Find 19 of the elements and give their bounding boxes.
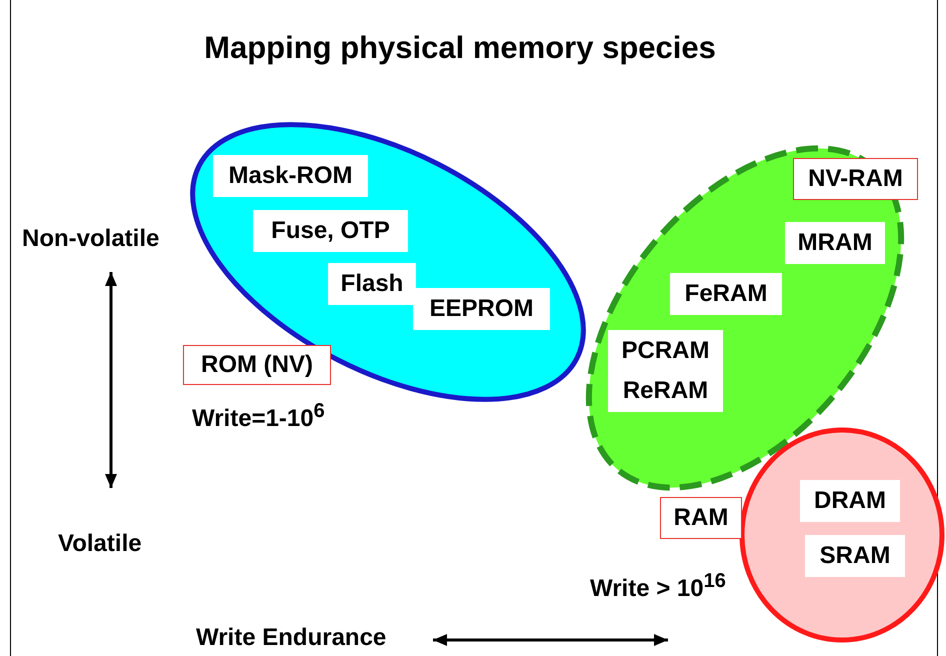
memory-type-label: MRAM (785, 222, 885, 264)
memory-type-label: FeRAM (670, 273, 782, 315)
category-label: ROM (NV) (183, 345, 331, 385)
memory-type-label: Fuse, OTP (253, 210, 408, 252)
axis-label: Non-volatile (22, 225, 160, 253)
memory-type-label: DRAM (800, 480, 900, 522)
endurance-note: Write > 10$^{16}$ (590, 570, 726, 603)
axis-label: Write Endurance (196, 624, 386, 652)
memory-type-label: Mask-ROM (213, 155, 368, 197)
memory-type-label: Flash (328, 263, 416, 305)
endurance-note: Write=1-10$^{6}$ (192, 400, 325, 433)
axis-label: Volatile (58, 530, 142, 558)
memory-type-label: EEPROM (413, 288, 550, 330)
memory-type-label: SRAM (805, 535, 905, 577)
diagram-title: Mapping physical memory species (203, 30, 717, 66)
memory-type-label: ReRAM (608, 370, 723, 412)
memory-type-label: PCRAM (608, 330, 723, 372)
category-label: RAM (660, 497, 742, 539)
category-label: NV-RAM (793, 158, 918, 200)
